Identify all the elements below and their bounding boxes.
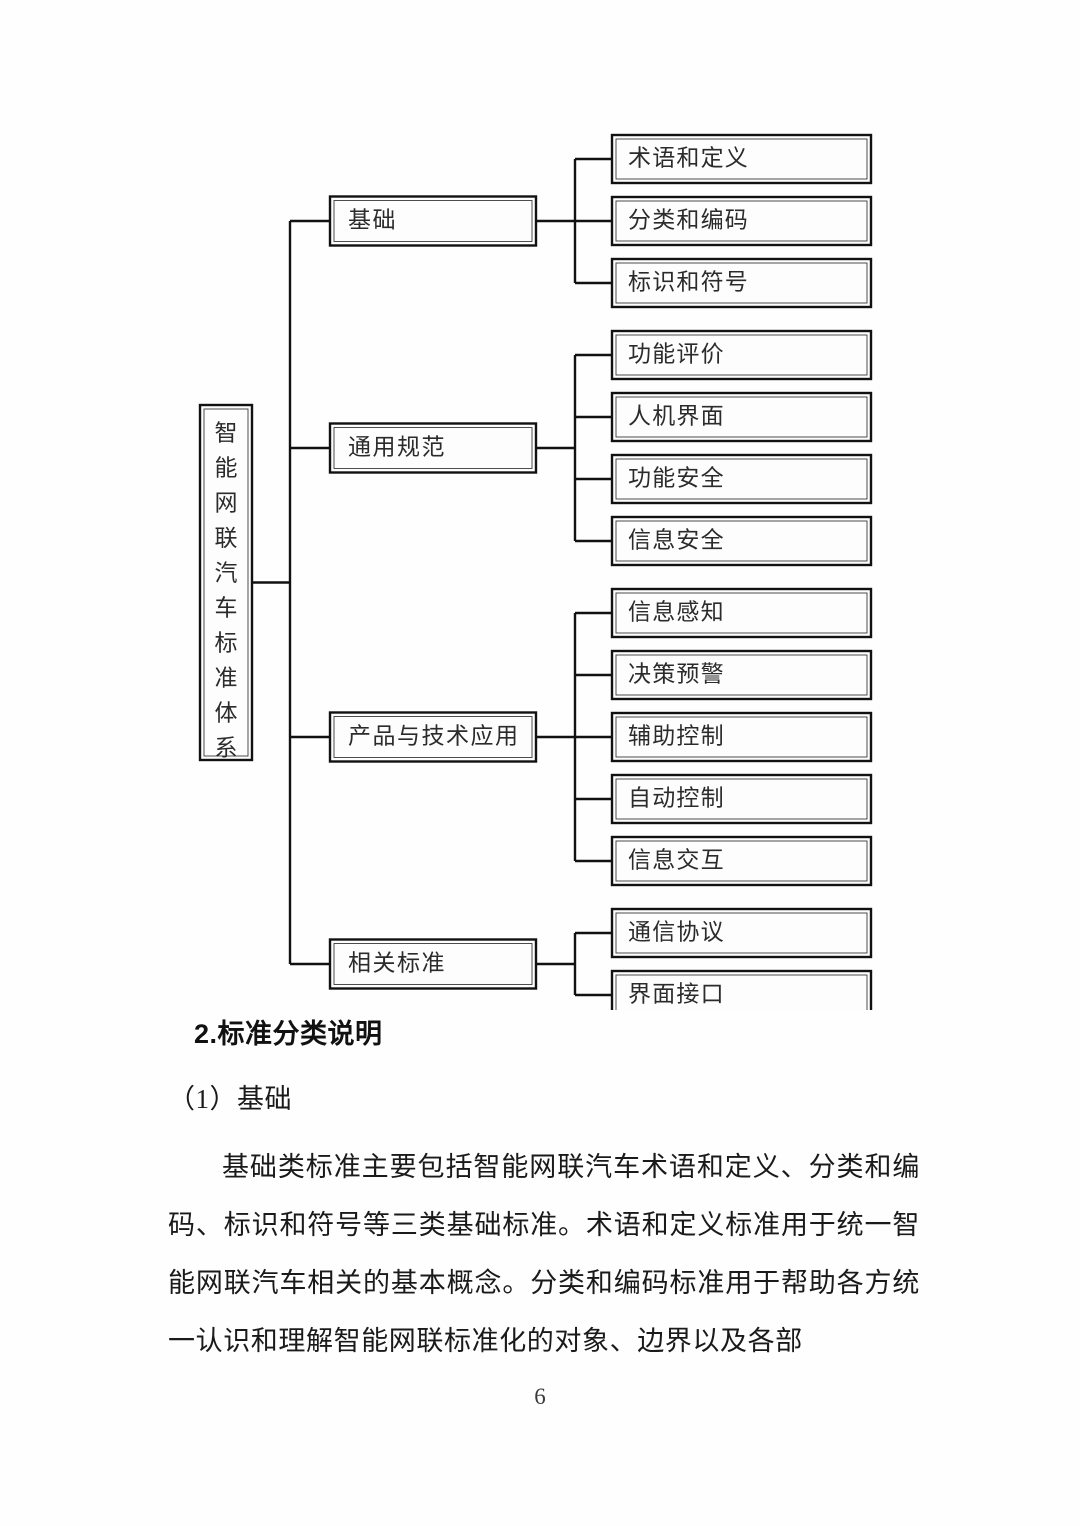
leaf-node-label-2-1: 功能评价 xyxy=(628,341,725,366)
leaf-node-label-1-2: 分类和编码 xyxy=(628,207,749,232)
body-paragraph: 基础类标准主要包括智能网联汽车术语和定义、分类和编码、标识和符号等三类基础标准。… xyxy=(168,1152,920,1356)
leaf-node-4-1 xyxy=(610,907,873,959)
root-node-label-char-3: 网 xyxy=(215,490,238,515)
branch-node-1 xyxy=(328,195,538,247)
body-text-block: 2.标准分类说明 （1）基础 基础类标准主要包括智能网联汽车术语和定义、分类和编… xyxy=(168,1012,920,1370)
leaf-node-label-3-2: 决策预警 xyxy=(628,661,725,686)
root-node-label-char-9: 体 xyxy=(215,700,238,725)
leaf-node-3-4 xyxy=(610,773,873,825)
leaf-node-label-2-3: 功能安全 xyxy=(628,465,725,490)
root-node-label-char-10: 系 xyxy=(215,735,238,760)
leaf-node-3-5 xyxy=(610,835,873,887)
root-node-label-char-2: 能 xyxy=(215,455,238,480)
standards-system-tree-diagram: 基础 术语和定义分类和编码标识和符号通用规范 功能评价人机界面功能安全信息安全产品与… xyxy=(198,133,873,1010)
page-footer: 6 xyxy=(0,1384,1080,1410)
leaf-node-label-1-1: 术语和定义 xyxy=(628,145,749,170)
branch-node-2 xyxy=(328,422,538,474)
leaf-node-2-1 xyxy=(610,329,873,381)
leaf-node-label-3-4: 自动控制 xyxy=(628,785,725,810)
root-node xyxy=(198,403,254,762)
leaf-node-2-3 xyxy=(610,453,873,505)
leaf-node-3-1 xyxy=(610,587,873,639)
subsection-heading: （1）基础 xyxy=(168,1084,292,1114)
leaf-node-1-2 xyxy=(610,195,873,247)
leaf-node-label-3-1: 信息感知 xyxy=(628,599,725,624)
leaf-node-label-1-3: 标识和符号 xyxy=(628,269,749,294)
root-node-label-char-7: 标 xyxy=(215,630,238,655)
branch-node-label-1: 基础 xyxy=(348,207,397,232)
leaf-node-label-4-2: 界面接口 xyxy=(628,981,725,1006)
leaf-node-1-1 xyxy=(610,133,873,185)
branch-node-label-4: 相关标准 xyxy=(348,950,446,975)
leaf-node-label-4-1: 通信协议 xyxy=(628,919,725,944)
root-node-label-char-6: 车 xyxy=(215,595,238,620)
leaf-node-label-2-4: 信息安全 xyxy=(628,527,725,552)
branch-node-3 xyxy=(328,711,538,763)
branch-node-label-3: 产品与技术应用 xyxy=(348,723,520,748)
leaf-node-2-2 xyxy=(610,391,873,443)
leaf-node-4-2 xyxy=(610,969,873,1010)
leaf-node-label-3-5: 信息交互 xyxy=(628,847,725,872)
root-node-label-char-8: 准 xyxy=(215,665,238,690)
leaf-node-3-2 xyxy=(610,649,873,701)
branch-node-label-2: 通用规范 xyxy=(348,434,446,459)
leaf-node-label-2-2: 人机界面 xyxy=(628,403,725,428)
root-node-label-char-4: 联 xyxy=(215,525,238,550)
page-number: 6 xyxy=(534,1384,546,1409)
leaf-node-2-4 xyxy=(610,515,873,567)
root-node-label-char-1: 智 xyxy=(215,420,238,445)
leaf-node-label-3-3: 辅助控制 xyxy=(628,723,725,748)
branch-node-4 xyxy=(328,938,538,990)
section-heading: 2.标准分类说明 xyxy=(194,1019,383,1049)
root-node-label-char-5: 汽 xyxy=(215,560,238,585)
leaf-node-3-3 xyxy=(610,711,873,763)
leaf-node-1-3 xyxy=(610,257,873,309)
